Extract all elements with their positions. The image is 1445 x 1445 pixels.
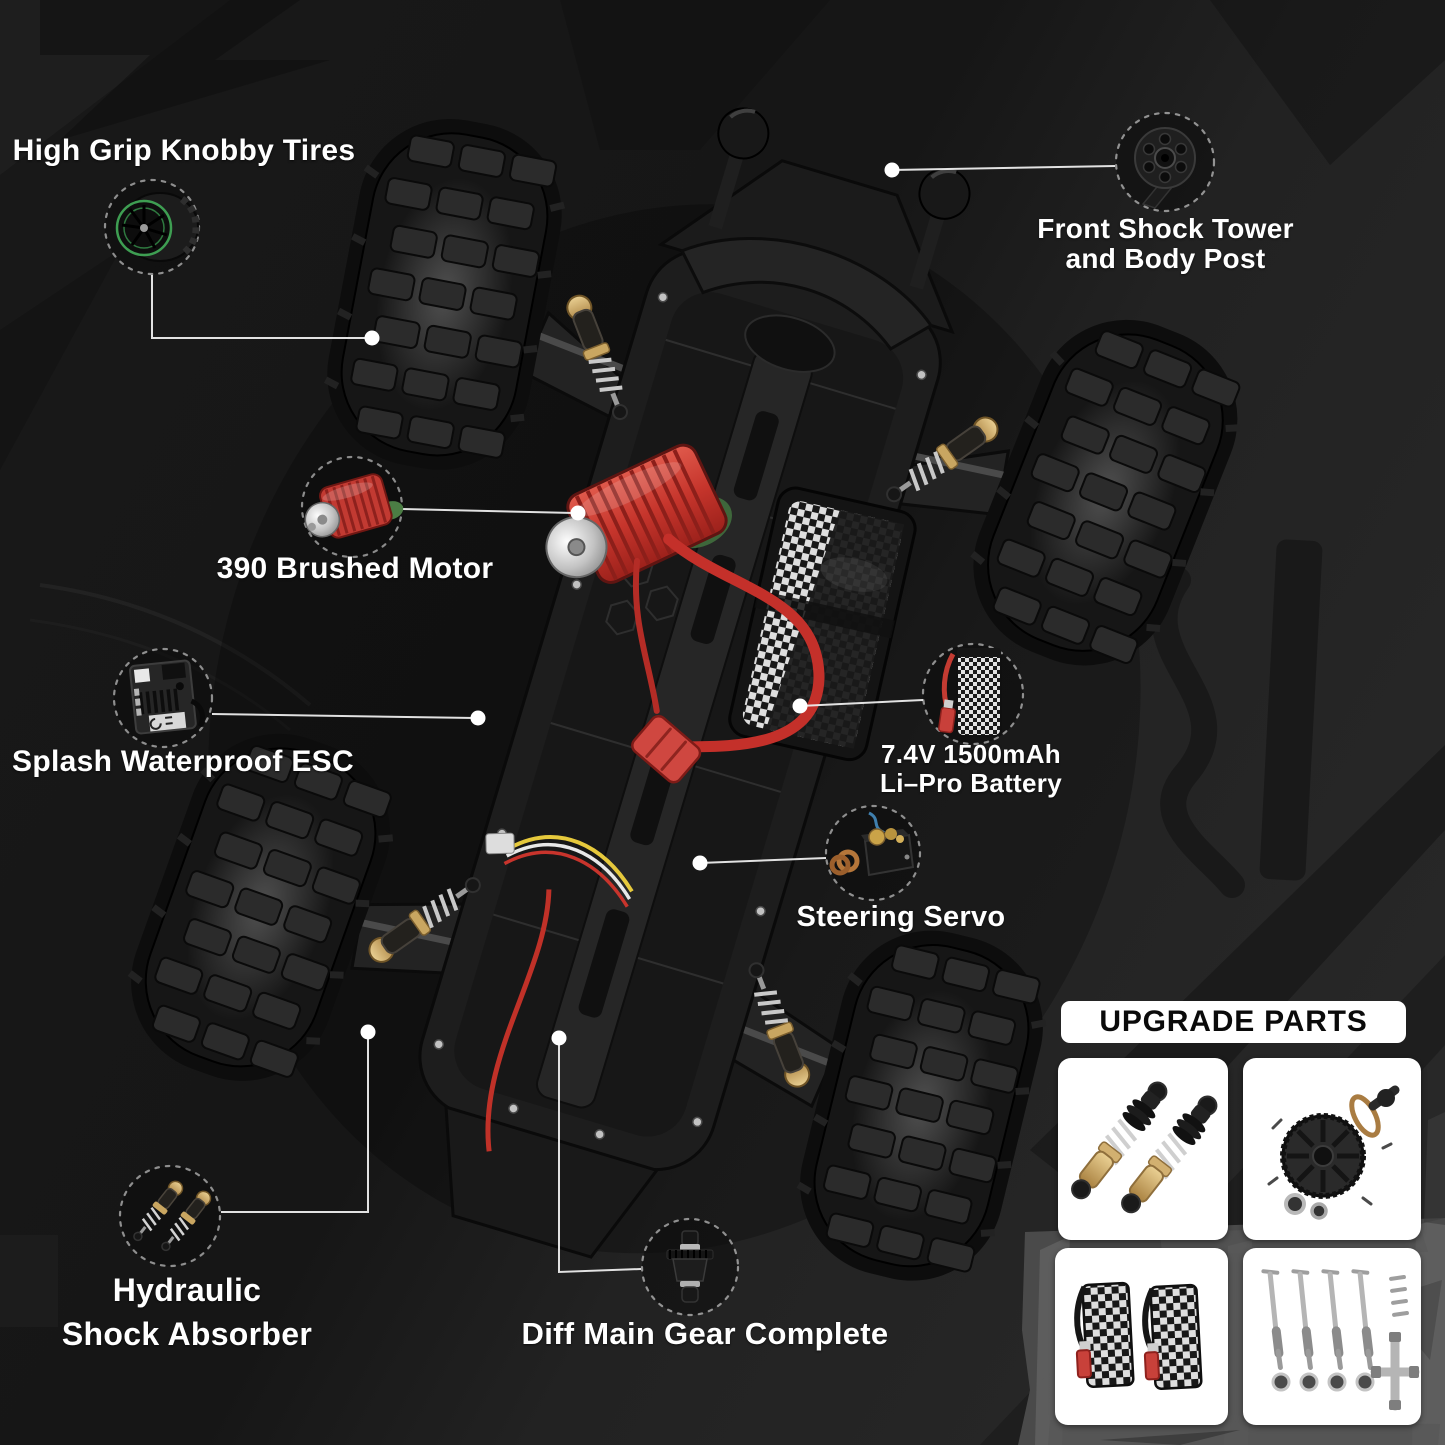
battery-pack bbox=[728, 486, 917, 762]
callout-label-battery: 7.4V 1500mAh Li–Pro Battery bbox=[818, 740, 1124, 797]
battery-icon bbox=[921, 642, 1025, 746]
upgrade-parts-header: UPGRADE PARTS bbox=[1061, 1001, 1406, 1043]
brushed-motor-icon bbox=[300, 455, 404, 559]
shock-absorber-icon bbox=[118, 1164, 222, 1268]
shock-tower-icon bbox=[1114, 111, 1216, 213]
servo-label-text: Steering Servo bbox=[796, 901, 1006, 933]
diff-label-text: Diff Main Gear Complete bbox=[521, 1316, 889, 1351]
knobby-tire-icon bbox=[103, 178, 201, 276]
callout-dots bbox=[360, 162, 900, 1046]
esc-module-icon bbox=[112, 647, 214, 749]
rc-car-top-view bbox=[77, 6, 1294, 1369]
callout-label-front-shock-tower: Front Shock Tower and Body Post bbox=[1008, 213, 1323, 275]
servo-wires bbox=[485, 832, 634, 1152]
callout-label-servo: Steering Servo bbox=[748, 901, 1054, 934]
steering-servo-icon bbox=[824, 804, 922, 902]
battery-label-line2: Li–Pro Battery bbox=[880, 767, 1062, 798]
callout-label-tires: High Grip Knobby Tires bbox=[8, 134, 360, 169]
callout-circles bbox=[103, 111, 1216, 1317]
esc-label-text: Splash Waterproof ESC bbox=[12, 745, 354, 778]
callout-label-diff-gear: Diff Main Gear Complete bbox=[505, 1316, 905, 1352]
shock-label-line1: Hydraulic bbox=[112, 1272, 262, 1308]
battery-label-line1: 7.4V 1500mAh bbox=[881, 739, 1061, 769]
upgrade-parts-title: UPGRADE PARTS bbox=[1099, 1005, 1368, 1038]
upgrade-tile-batteries bbox=[1055, 1248, 1228, 1425]
upgrade-tile-drive-shafts bbox=[1243, 1248, 1421, 1425]
shock-label-line2: Shock Absorber bbox=[61, 1316, 313, 1353]
motor-label-text: 390 Brushed Motor bbox=[216, 552, 494, 585]
upgrade-shafts-image bbox=[1261, 1269, 1420, 1411]
upgrade-tile-shock-absorbers bbox=[1058, 1058, 1228, 1240]
callout-label-shock-absorber: Hydraulic Shock Absorber bbox=[10, 1268, 364, 1356]
upgrade-shocks-image bbox=[1071, 1081, 1218, 1214]
tower-label-line1: Front Shock Tower bbox=[1037, 213, 1294, 244]
tires-label-text: High Grip Knobby Tires bbox=[12, 134, 356, 167]
upgrade-diff-image bbox=[1267, 1085, 1400, 1220]
upgrade-tile-diff-gear bbox=[1243, 1058, 1421, 1240]
callout-lines bbox=[151, 165, 1116, 1274]
diff-gear-icon bbox=[640, 1217, 740, 1317]
tower-label-line2: and Body Post bbox=[1065, 243, 1266, 275]
power-cables bbox=[631, 533, 825, 784]
front-shock-tower bbox=[679, 107, 971, 373]
callout-label-motor: 390 Brushed Motor bbox=[175, 552, 535, 587]
upgrade-batteries-image bbox=[1074, 1281, 1203, 1391]
callout-label-esc: Splash Waterproof ESC bbox=[2, 745, 364, 780]
